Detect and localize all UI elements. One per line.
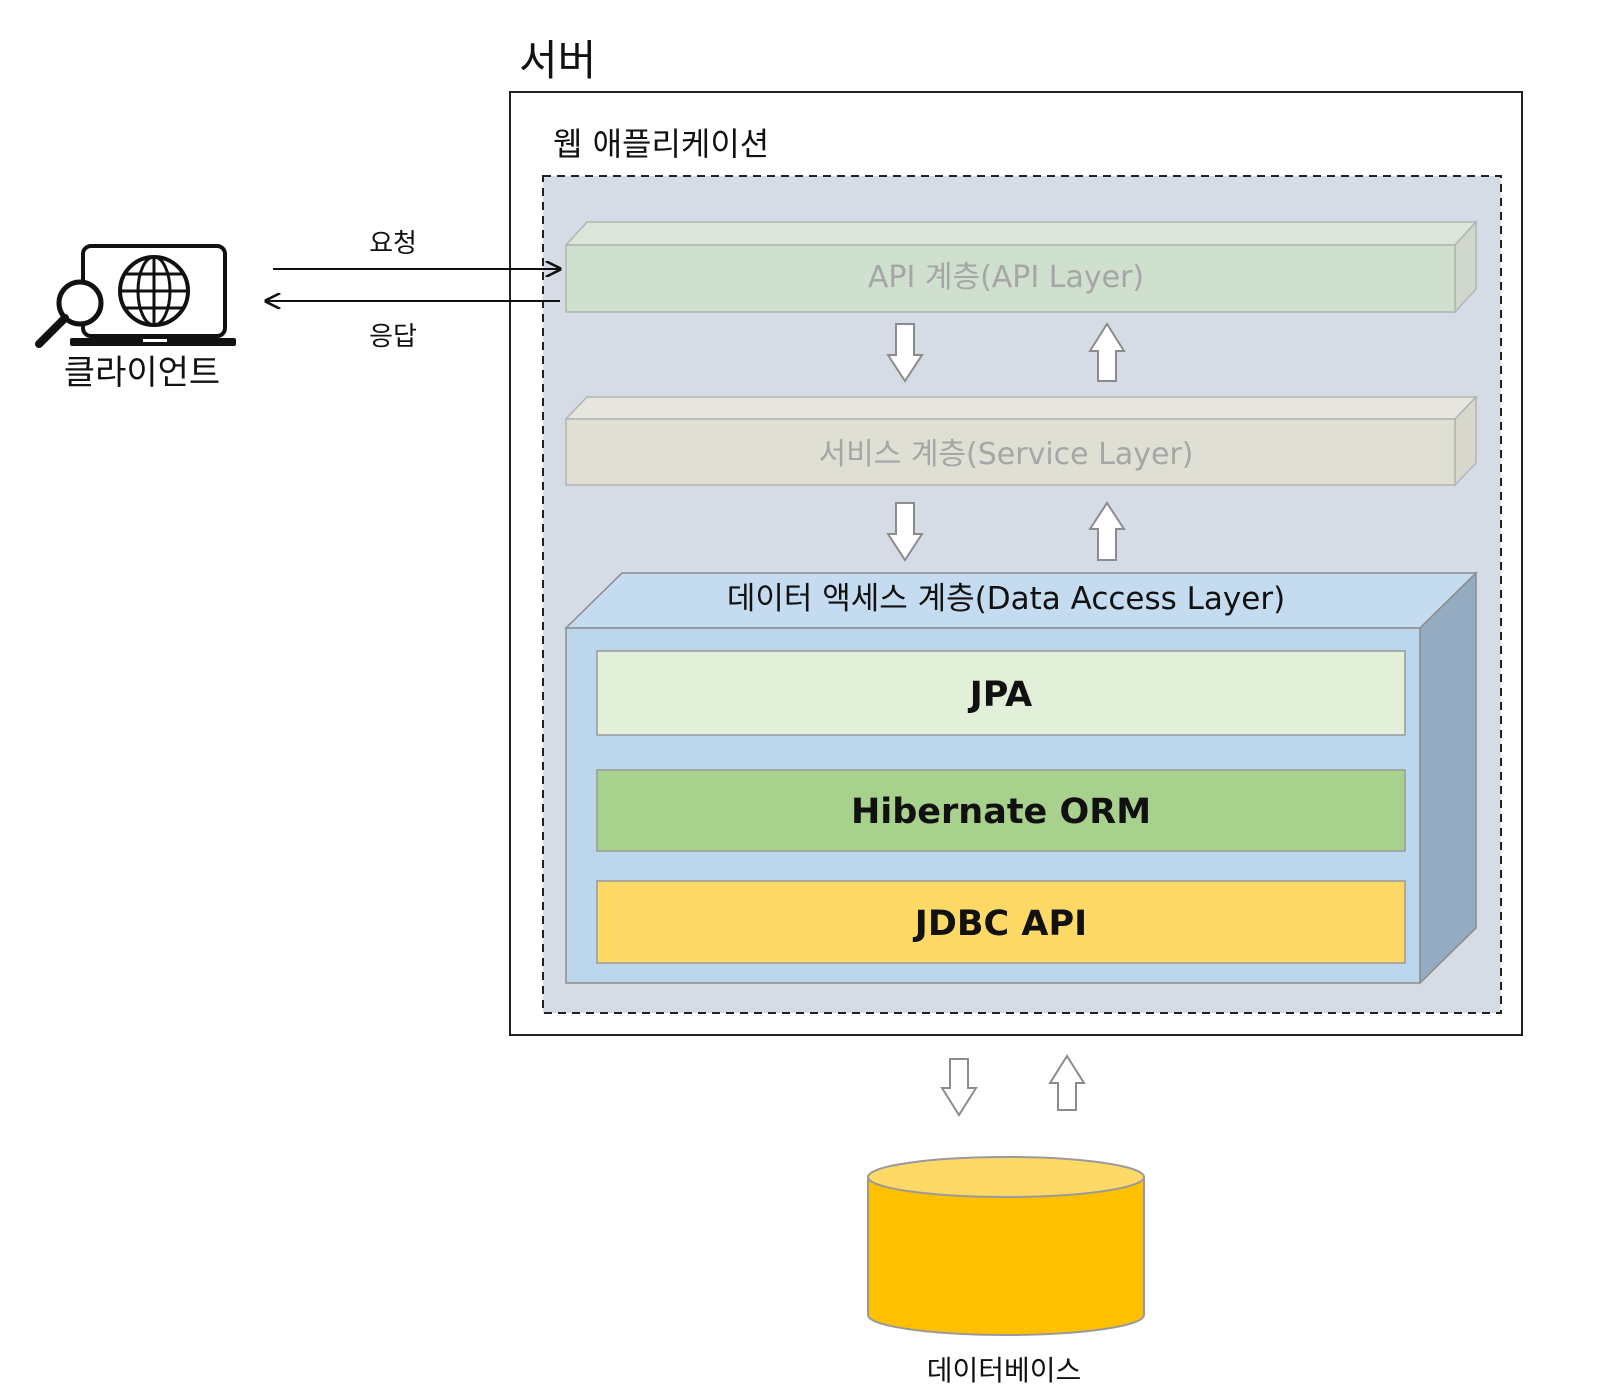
magnifier-icon xyxy=(35,279,104,348)
server-title: 서버 xyxy=(519,36,596,85)
request-label: 요청 xyxy=(369,229,417,259)
client-label: 클라이언트 xyxy=(64,353,220,393)
down-arrow-api-to-service xyxy=(886,323,924,383)
globe-icon xyxy=(118,255,190,327)
laptop-trackpad xyxy=(143,339,167,342)
down-arrow-service-to-data-access xyxy=(886,502,924,562)
database-cylinder-icon xyxy=(867,1156,1145,1336)
service-layer-front-face xyxy=(565,418,1456,486)
data-access-layer: 데이터 액세스 계층(Data Access Layer) JPA Hibern… xyxy=(564,571,1478,985)
data-access-layer-label: 데이터 액세스 계층(Data Access Layer) xyxy=(727,581,1285,617)
database-body xyxy=(867,1177,1145,1336)
api-layer-label: API 계층(API Layer) xyxy=(868,260,1144,295)
hibernate-box xyxy=(596,769,1406,852)
jpa-label: JPA xyxy=(968,675,1033,715)
up-arrow-data-access-to-service xyxy=(1088,501,1126,561)
up-arrow-service-to-api xyxy=(1088,322,1126,382)
database-label: 데이터베이스 xyxy=(927,1354,1082,1387)
api-layer-top-face xyxy=(564,221,1478,246)
laptop-globe-search-icon xyxy=(35,244,236,348)
response-label: 응답 xyxy=(369,322,417,352)
data-access-layer-side-face xyxy=(1419,571,1477,985)
hibernate-label: Hibernate ORM xyxy=(851,792,1151,832)
up-arrow-database-to-server xyxy=(1048,1054,1086,1111)
web-app-title: 웹 애플리케이션 xyxy=(553,125,769,163)
api-layer: API 계층(API Layer) xyxy=(564,220,1478,314)
down-arrow-server-to-database xyxy=(940,1058,978,1117)
service-layer-label: 서비스 계층(Service Layer) xyxy=(819,437,1194,472)
service-layer-top-face xyxy=(564,396,1478,420)
jpa-box xyxy=(596,650,1406,736)
database-top xyxy=(867,1156,1145,1198)
service-layer: 서비스 계층(Service Layer) xyxy=(564,395,1478,487)
jdbc-label: JDBC API xyxy=(913,904,1087,944)
jdbc-box xyxy=(596,880,1406,964)
api-layer-front-face xyxy=(565,244,1456,313)
